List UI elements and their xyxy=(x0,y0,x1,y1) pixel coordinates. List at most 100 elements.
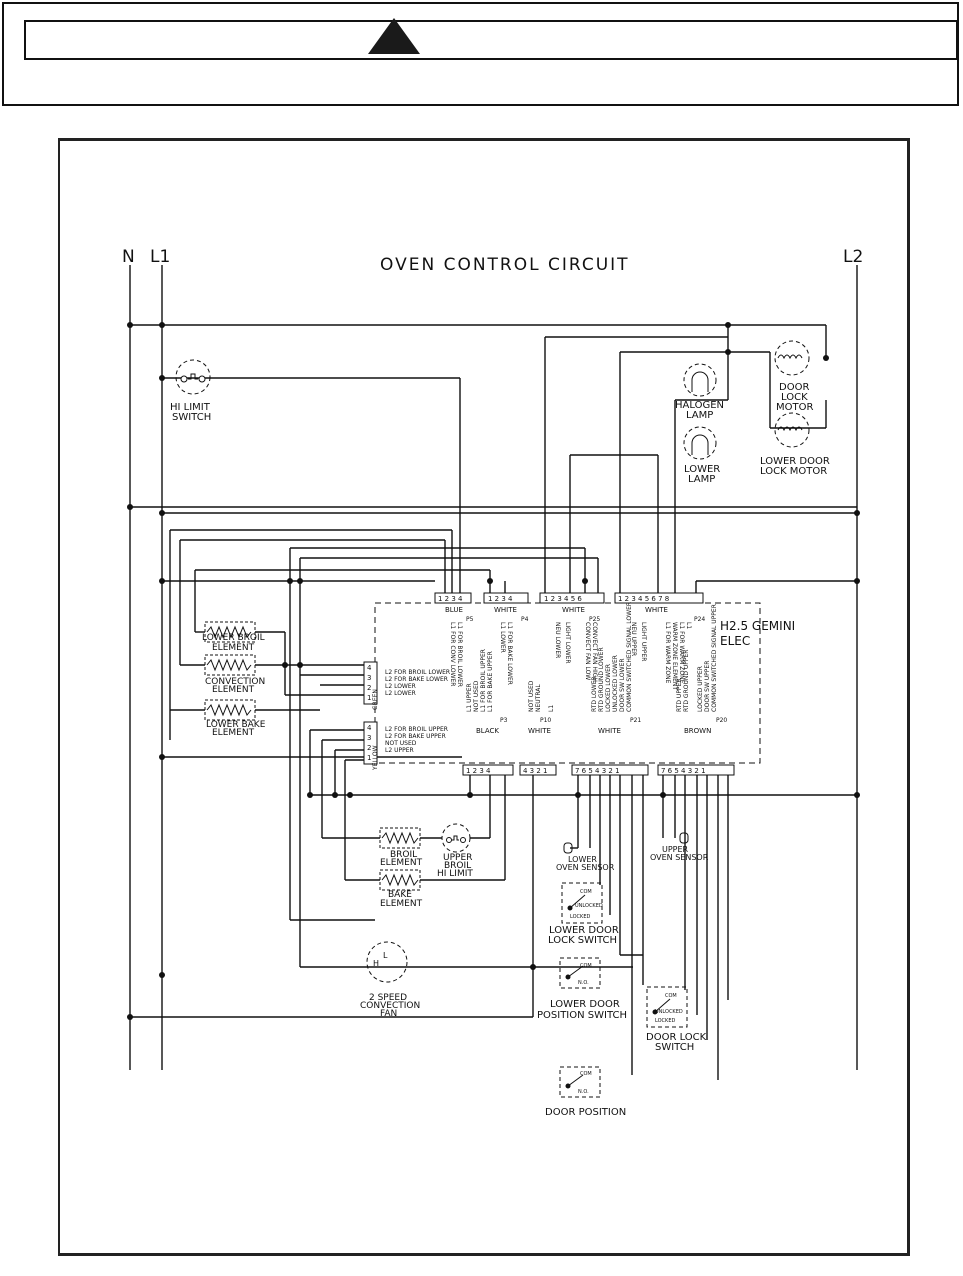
svg-text:CONVECT FAN LOW: CONVECT FAN LOW xyxy=(584,622,591,680)
svg-text:4: 4 xyxy=(367,724,372,732)
svg-text:WHITE: WHITE xyxy=(494,606,517,614)
svg-text:2: 2 xyxy=(367,744,371,752)
svg-text:DOOR SW LOWER: DOOR SW LOWER xyxy=(619,658,626,712)
lower-broil-element-icon xyxy=(204,621,256,643)
svg-text:L2 FOR BROIL UPPER: L2 FOR BROIL UPPER xyxy=(385,726,448,733)
svg-text:4: 4 xyxy=(367,664,372,672)
svg-text:BROIL: BROIL xyxy=(444,861,471,871)
svg-text:NEUTRAL: NEUTRAL xyxy=(535,684,542,712)
connector-p1: 4 3 2 1 L2 FOR BROIL UPPER L2 FOR BAKE UPPE… xyxy=(363,721,448,771)
svg-text:N.O.: N.O. xyxy=(578,1089,589,1095)
svg-text:DOOR SW UPPER: DOOR SW UPPER xyxy=(704,661,711,712)
connector-p25: 1 2 3 4 5 6 WHITE P25 xyxy=(539,592,605,623)
svg-text:LOWER: LOWER xyxy=(684,464,720,475)
svg-text:1: 1 xyxy=(367,694,371,702)
connector-p20: 7 6 5 4 3 2 1 BROWN P20 xyxy=(657,717,735,776)
svg-text:POSITION SWITCH: POSITION SWITCH xyxy=(537,1010,627,1021)
connector-p4: 1 2 3 4 WHITE P4 xyxy=(483,592,529,623)
svg-text:L1 FOR BAKE UPPER: L1 FOR BAKE UPPER xyxy=(487,651,494,712)
svg-text:LOCK: LOCK xyxy=(781,392,808,403)
svg-text:DOOR LOCK: DOOR LOCK xyxy=(646,1032,707,1043)
svg-text:COMMON SWITCHED SIGNAL LOWER: COMMON SWITCHED SIGNAL LOWER xyxy=(626,602,633,712)
svg-text:LAMP: LAMP xyxy=(688,474,715,485)
svg-text:SWITCH: SWITCH xyxy=(655,1042,694,1053)
svg-text:COM: COM xyxy=(580,889,592,895)
svg-text:L1 UPPER: L1 UPPER xyxy=(466,683,473,712)
svg-text:OVEN SENSOR: OVEN SENSOR xyxy=(556,863,615,872)
svg-text:ELEMENT: ELEMENT xyxy=(212,643,255,653)
svg-text:BROIL: BROIL xyxy=(390,850,417,860)
svg-text:L1 FOR CONV LOWER: L1 FOR CONV LOWER xyxy=(449,622,456,686)
svg-text:COM: COM xyxy=(665,993,677,999)
svg-text:L2 FOR BAKE UPPER: L2 FOR BAKE UPPER xyxy=(385,733,446,740)
svg-text:CONVECTION: CONVECTION xyxy=(205,677,265,687)
svg-text:BLUE: BLUE xyxy=(445,606,463,614)
connector-p24: 1 2 3 4 5 6 7 8 WHITE P24 xyxy=(614,592,705,623)
lower-door-position-switch-icon xyxy=(559,957,601,989)
svg-text:COM: COM xyxy=(580,1071,592,1077)
convection-fan-motor-icon: H L xyxy=(366,941,408,983)
svg-text:NOT USED: NOT USED xyxy=(385,740,417,747)
svg-text:1 2 3 4 5 6: 1 2 3 4 5 6 xyxy=(544,595,582,603)
hi-limit-switch-icon xyxy=(175,359,211,395)
halogen-lamp-icon xyxy=(683,363,717,397)
svg-text:CONVECT FAN HIGH: CONVECT FAN HIGH xyxy=(591,622,598,682)
warning-title-bar xyxy=(24,18,958,60)
svg-text:ELEMENT: ELEMENT xyxy=(380,858,423,868)
svg-text:HALOGEN: HALOGEN xyxy=(675,400,724,411)
svg-text:ELEMENT: ELEMENT xyxy=(212,685,255,695)
svg-text:RTD UPPER: RTD UPPER xyxy=(676,678,683,712)
svg-text:L2 FOR BROIL LOWER: L2 FOR BROIL LOWER xyxy=(385,669,450,676)
warning-banner xyxy=(2,2,959,106)
svg-text:BAKE: BAKE xyxy=(388,890,412,900)
svg-text:YELLOW: YELLOW xyxy=(372,745,379,771)
svg-text:P24: P24 xyxy=(694,616,705,623)
svg-text:P20: P20 xyxy=(716,717,727,724)
svg-text:N.O.: N.O. xyxy=(578,980,589,986)
upper-broil-hi-limit-icon xyxy=(441,823,471,853)
svg-text:L1 FOR WARM ZONE: L1 FOR WARM ZONE xyxy=(678,622,685,684)
svg-text:L: L xyxy=(383,951,388,960)
svg-text:LIGHT UPPER: LIGHT UPPER xyxy=(640,622,647,661)
convection-element-icon xyxy=(204,654,256,676)
svg-text:NEU UPPER: NEU UPPER xyxy=(630,622,637,656)
svg-text:7 6 5 4 3 2 1: 7 6 5 4 3 2 1 xyxy=(575,767,620,775)
svg-text:L2 UPPER: L2 UPPER xyxy=(385,747,414,754)
svg-text:L1 FOR WARM ZONE: L1 FOR WARM ZONE xyxy=(664,622,671,684)
svg-text:P25: P25 xyxy=(589,616,600,623)
svg-text:DOOR: DOOR xyxy=(779,382,809,393)
svg-text:WHITE: WHITE xyxy=(645,606,668,614)
lower-bake-element-icon xyxy=(204,699,256,721)
svg-text:P4: P4 xyxy=(521,616,529,623)
svg-text:L1 FOR BROIL UPPER: L1 FOR BROIL UPPER xyxy=(480,649,487,712)
svg-text:P5: P5 xyxy=(466,616,474,623)
connector-p3: 1 2 3 4 BLACK P3 xyxy=(462,717,514,776)
control-board-label: H2.5 GEMINI xyxy=(720,619,795,633)
neutral-line-label: N xyxy=(122,247,135,267)
svg-text:LOCKED: LOCKED xyxy=(570,914,590,920)
svg-text:RTD GROUND LOWER: RTD GROUND LOWER xyxy=(598,647,605,712)
svg-text:3: 3 xyxy=(367,734,371,742)
svg-text:MOTOR: MOTOR xyxy=(776,402,813,413)
svg-text:2: 2 xyxy=(367,684,371,692)
svg-text:P21: P21 xyxy=(630,717,641,724)
svg-text:UNLOCKED: UNLOCKED xyxy=(655,1009,683,1015)
svg-text:NOT USED: NOT USED xyxy=(528,680,535,712)
svg-text:7 6 5 4 3 2 1: 7 6 5 4 3 2 1 xyxy=(661,767,706,775)
l2-line-label: L2 xyxy=(843,247,863,267)
bake-element-icon xyxy=(379,869,421,891)
lower-lamp-icon xyxy=(683,426,717,460)
svg-text:COM: COM xyxy=(580,963,592,969)
svg-text:BLACK: BLACK xyxy=(476,727,499,735)
broil-element-icon xyxy=(379,827,421,849)
svg-text:WHITE: WHITE xyxy=(562,606,585,614)
svg-text:GREEN: GREEN xyxy=(372,689,379,710)
svg-text:LIGHT LOWER: LIGHT LOWER xyxy=(564,622,571,664)
svg-text:LOCK MOTOR: LOCK MOTOR xyxy=(760,466,827,477)
svg-text:4 3 2 1: 4 3 2 1 xyxy=(523,767,548,775)
svg-text:1: 1 xyxy=(367,754,371,762)
lower-door-lock-switch-icon xyxy=(561,882,603,924)
svg-text:1 2 3 4: 1 2 3 4 xyxy=(488,595,513,603)
svg-text:LOWER DOOR: LOWER DOOR xyxy=(550,999,620,1010)
